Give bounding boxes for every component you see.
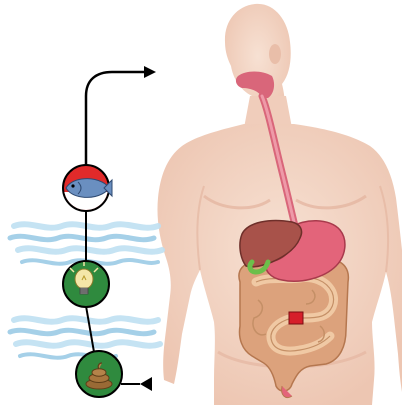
water-waves-lower	[10, 318, 160, 357]
fish-node	[62, 165, 112, 212]
waste-node	[76, 351, 122, 397]
ear	[269, 44, 281, 64]
arrow-left-icon	[140, 377, 152, 391]
bulb-node	[63, 261, 109, 307]
arrow-right-icon	[144, 66, 156, 78]
pancreas-marker	[289, 312, 303, 324]
